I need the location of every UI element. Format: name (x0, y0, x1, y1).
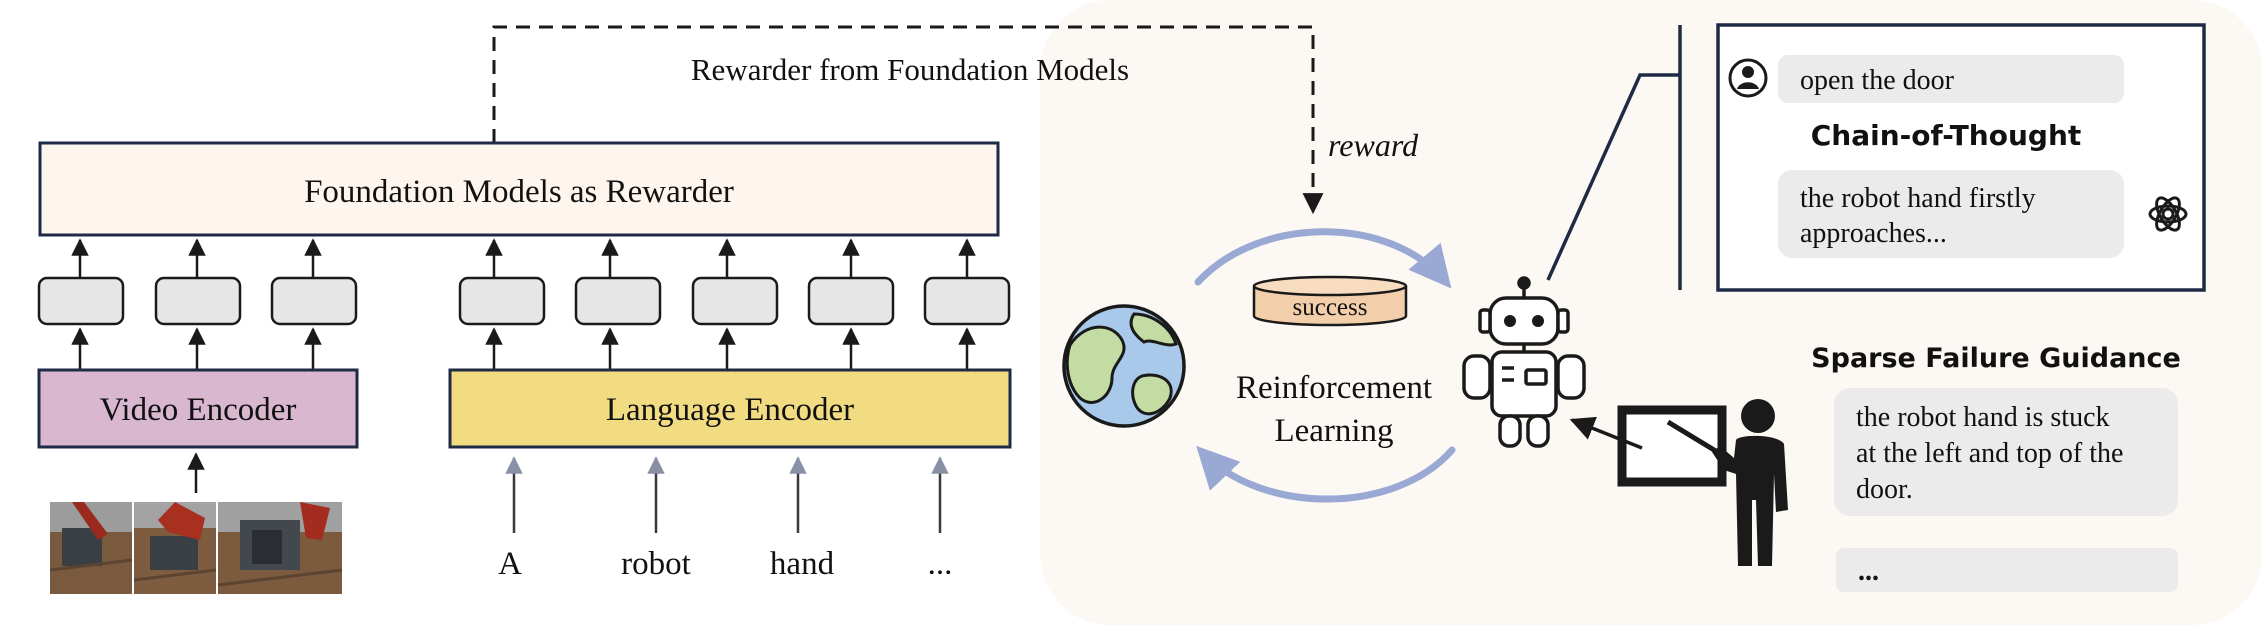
foundation-models-rewarder-box (38, 141, 1000, 237)
language-token-box (691, 276, 779, 326)
input-token: hand (770, 546, 835, 582)
robot-icon (1462, 276, 1586, 448)
language-token-box (807, 276, 895, 326)
failure-ellipsis-text: ... (1858, 556, 1879, 587)
user-message-text: open the door (1800, 65, 1955, 96)
dashed-reward-route (492, 25, 1324, 215)
reward-label: reward (1328, 127, 1419, 163)
token-to-rewarder-arrows (71, 238, 976, 278)
failure-ellipsis-bubble (1836, 548, 2178, 592)
assistant-reply-line1: the robot hand firstly (1800, 183, 2036, 214)
input-token: ... (928, 546, 953, 582)
language-token-box (458, 276, 546, 326)
user-message-bubble (1778, 55, 2124, 103)
video-encoder-label: Video Encoder (100, 392, 297, 428)
user-avatar-icon (1728, 58, 1768, 98)
rl-label-line2: Learning (1274, 413, 1393, 449)
assistant-reply-line2: approaches... (1800, 218, 1947, 249)
success-label: success (1293, 294, 1368, 321)
input-token: A (498, 546, 522, 582)
foundation-models-rewarder-title: Foundation Models as Rewarder (304, 174, 734, 210)
video-frame-3 (217, 502, 343, 594)
failure-guidance-bubble (1834, 388, 2178, 516)
failure-guidance-line2: at the left and top of the (1856, 438, 2123, 469)
rewarder-route-label: Rewarder from Foundation Models (691, 52, 1129, 87)
language-token-box (923, 276, 1011, 326)
video-frame-1 (49, 502, 133, 594)
assistant-reply-bubble (1778, 170, 2124, 258)
video-frame-2 (133, 502, 217, 594)
rl-cycle-arrow-top (1194, 228, 1452, 289)
video-token-box (154, 276, 242, 326)
language-token-boxes (458, 276, 1011, 326)
language-encoder-label: Language Encoder (606, 392, 854, 428)
input-token: robot (621, 546, 691, 582)
language-encoder-box (448, 368, 1012, 449)
rl-label-line1: Reinforcement (1236, 370, 1432, 406)
failure-guidance-line3: door. (1856, 474, 1913, 505)
llm-logo-icon (2148, 196, 2188, 232)
video-token-box (270, 276, 358, 326)
cot-title: Chain-of-Thought (1811, 119, 2082, 152)
success-database (1252, 275, 1408, 327)
video-encoder-box (37, 368, 359, 449)
globe-icon (1062, 304, 1186, 428)
token-input-arrows (505, 456, 949, 533)
video-token-box (37, 276, 125, 326)
rl-cycle-arrow-bottom (1196, 445, 1456, 503)
video-frames (49, 502, 343, 594)
teacher-to-robot-arrow (1569, 416, 1643, 450)
encoder-to-token-arrows (71, 327, 976, 370)
failure-guidance-line1: the robot hand is stuck (1856, 402, 2110, 433)
failure-guidance-title: Sparse Failure Guidance (1811, 343, 2181, 374)
chat-callout-lines (1546, 25, 1682, 290)
video-token-boxes (37, 276, 358, 326)
language-token-box (574, 276, 662, 326)
